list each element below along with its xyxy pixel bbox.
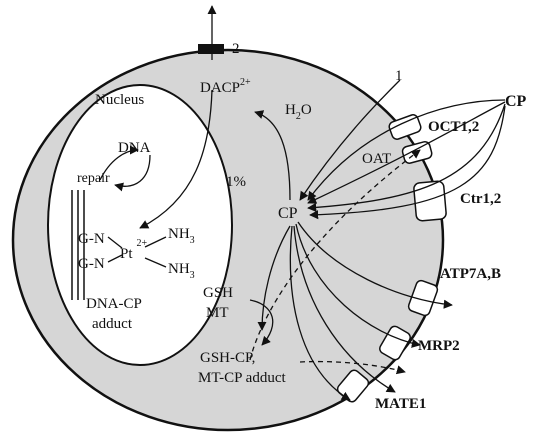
h2o-label: H2O xyxy=(285,102,312,122)
repair-label: repair xyxy=(77,171,110,186)
oat-label: OAT xyxy=(362,151,391,167)
atp7-label: ATP7A,B xyxy=(440,266,501,282)
marker-2: 2 xyxy=(232,41,240,57)
mt-label: MT xyxy=(206,305,229,321)
percent-label: 1% xyxy=(226,174,246,190)
gn1-label: G-N xyxy=(78,231,105,247)
transporter-ctr xyxy=(413,180,447,222)
mrp2-label: MRP2 xyxy=(418,338,460,354)
dna-cp-label: DNA-CP xyxy=(86,296,142,312)
pt-label: Pt2+ xyxy=(120,238,148,262)
cp-center-label: CP xyxy=(278,205,298,222)
nucleus xyxy=(47,84,233,366)
oct-label: OCT1,2 xyxy=(428,119,479,135)
dacp-label: DACP2+ xyxy=(200,77,251,96)
dna-strands xyxy=(71,190,85,300)
marker-1: 1 xyxy=(395,68,403,84)
nh3-a-label: NH3 xyxy=(168,226,195,246)
nh3-b-label: NH3 xyxy=(168,261,195,281)
adduct-label: adduct xyxy=(92,316,133,332)
pt-bonds xyxy=(107,236,167,268)
transporter-oct xyxy=(388,114,422,140)
cp-outside-label: CP xyxy=(505,93,527,110)
ctr-label: Ctr1,2 xyxy=(460,191,501,207)
gsh-label: GSH xyxy=(203,285,233,301)
mt-cp-label: MT-CP adduct xyxy=(198,370,286,386)
pathway-arrows xyxy=(99,5,506,401)
gn2-label: G-N xyxy=(78,256,105,272)
mate1-label: MATE1 xyxy=(375,396,426,412)
gsh-cp-label: GSH-CP, xyxy=(200,350,255,366)
dna-label: DNA xyxy=(118,140,151,156)
efflux-block-bar xyxy=(198,44,224,54)
nucleus-label: Nucleus xyxy=(95,92,144,108)
